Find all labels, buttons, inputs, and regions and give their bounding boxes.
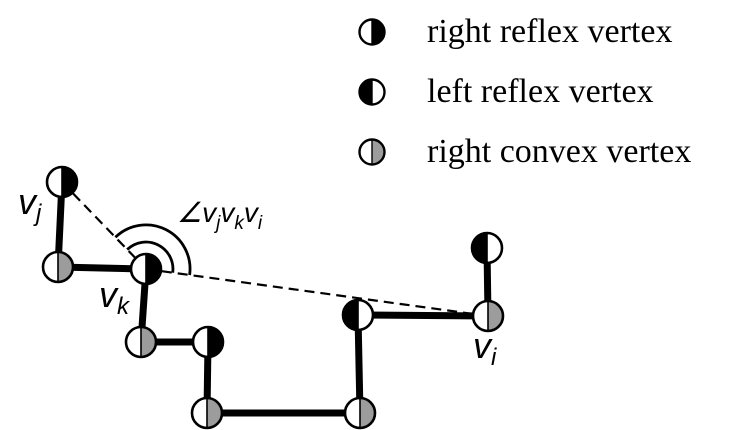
vertex-p1 xyxy=(41,250,75,284)
vertex-vk xyxy=(129,252,163,286)
vertex-half-fill xyxy=(57,251,74,283)
vertex-half-fill xyxy=(61,166,78,198)
vertex-outline xyxy=(191,325,225,359)
angle-arc xyxy=(114,223,192,276)
legend-label: left reflex vertex xyxy=(427,73,654,110)
dashed-sightline xyxy=(61,181,147,270)
vertex-label-vi: vi xyxy=(473,325,497,371)
vertex-p2 xyxy=(124,325,158,359)
vertex-outline xyxy=(41,250,75,284)
dashed-sightline xyxy=(145,267,489,318)
vertex-p7 xyxy=(470,231,504,265)
vertex-p3 xyxy=(191,325,225,359)
right-reflex-vertex-icon xyxy=(357,17,387,47)
legend-label: right convex vertex xyxy=(427,133,692,170)
vertex-half-fill xyxy=(207,326,224,358)
vertex-label-vk: vk xyxy=(99,274,131,320)
polygon-edge xyxy=(354,314,364,414)
vertex-p5 xyxy=(343,396,377,430)
vertex-half-fill xyxy=(359,397,376,429)
vertex-outline xyxy=(471,299,505,333)
vertex-half-fill xyxy=(342,299,359,331)
vertex-half-fill xyxy=(145,253,162,285)
vertex-half-fill xyxy=(140,326,157,358)
legend-item-right-convex: right convex vertex xyxy=(357,122,691,182)
vertex-p4 xyxy=(190,396,224,430)
legend-item-right-reflex: right reflex vertex xyxy=(357,2,691,62)
vertex-vj xyxy=(45,165,79,199)
angle-arc xyxy=(126,240,175,273)
legend-label: right reflex vertex xyxy=(427,13,673,50)
vertex-outline xyxy=(470,231,504,265)
vertex-outline xyxy=(190,396,224,430)
vertex-half-fill xyxy=(471,232,488,264)
angle-label: ∠vjvkvi xyxy=(177,197,263,234)
legend: right reflex vertex left reflex vertex r… xyxy=(357,2,691,182)
vertex-p6 xyxy=(341,298,375,332)
legend-item-left-reflex: left reflex vertex xyxy=(357,62,691,122)
polygon-edge xyxy=(357,311,489,320)
vertex-outline xyxy=(343,396,377,430)
vertex-outline xyxy=(341,298,375,332)
vertex-vi xyxy=(471,299,505,333)
vertex-outline xyxy=(45,165,79,199)
vertex-outline xyxy=(129,252,163,286)
vertex-label-vj: vj xyxy=(18,181,42,227)
left-reflex-vertex-icon xyxy=(357,77,387,107)
right-convex-vertex-icon xyxy=(357,137,387,167)
vertex-outline xyxy=(124,325,158,359)
vertex-half-fill xyxy=(206,397,223,429)
